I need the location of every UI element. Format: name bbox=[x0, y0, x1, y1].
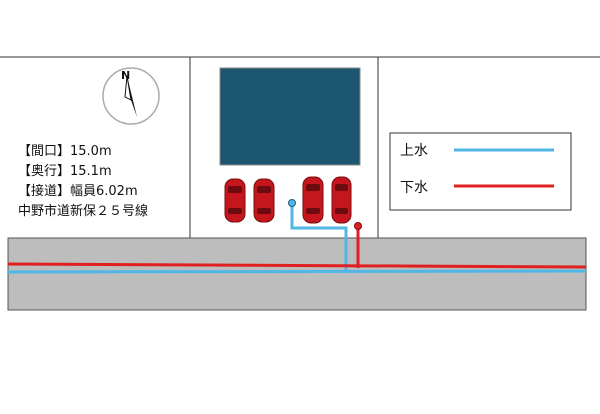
compass-needle-south bbox=[124, 75, 132, 101]
building bbox=[219, 67, 361, 166]
water-supply-branch bbox=[290, 205, 348, 270]
car-3 bbox=[302, 176, 324, 224]
depth-text: 【奥行】15.1m bbox=[18, 164, 112, 179]
legend-water-supply-label: 上水 bbox=[400, 143, 428, 159]
cars bbox=[224, 176, 352, 224]
legend-sewer-label: 下水 bbox=[400, 180, 428, 196]
frontage-text: 【間口】15.0m bbox=[18, 144, 112, 159]
compass-needle-north bbox=[127, 76, 137, 117]
compass: N bbox=[102, 67, 160, 125]
water-supply-line bbox=[7, 199, 587, 274]
sewer-endpoint bbox=[354, 222, 362, 230]
water-supply-main bbox=[7, 269, 587, 274]
sewer-line bbox=[7, 222, 587, 269]
car-2 bbox=[253, 178, 275, 223]
sewer-main bbox=[7, 262, 587, 269]
road-width-text: 【接道】幅員6.02m bbox=[18, 184, 138, 199]
water-supply-endpoint bbox=[288, 199, 296, 207]
road-name-text: 中野市道新保２５号線 bbox=[18, 204, 149, 219]
car-4 bbox=[331, 176, 352, 224]
road bbox=[7, 237, 587, 311]
legend-box bbox=[389, 132, 572, 211]
car-1 bbox=[224, 178, 246, 223]
compass-north-label: N bbox=[121, 69, 130, 82]
